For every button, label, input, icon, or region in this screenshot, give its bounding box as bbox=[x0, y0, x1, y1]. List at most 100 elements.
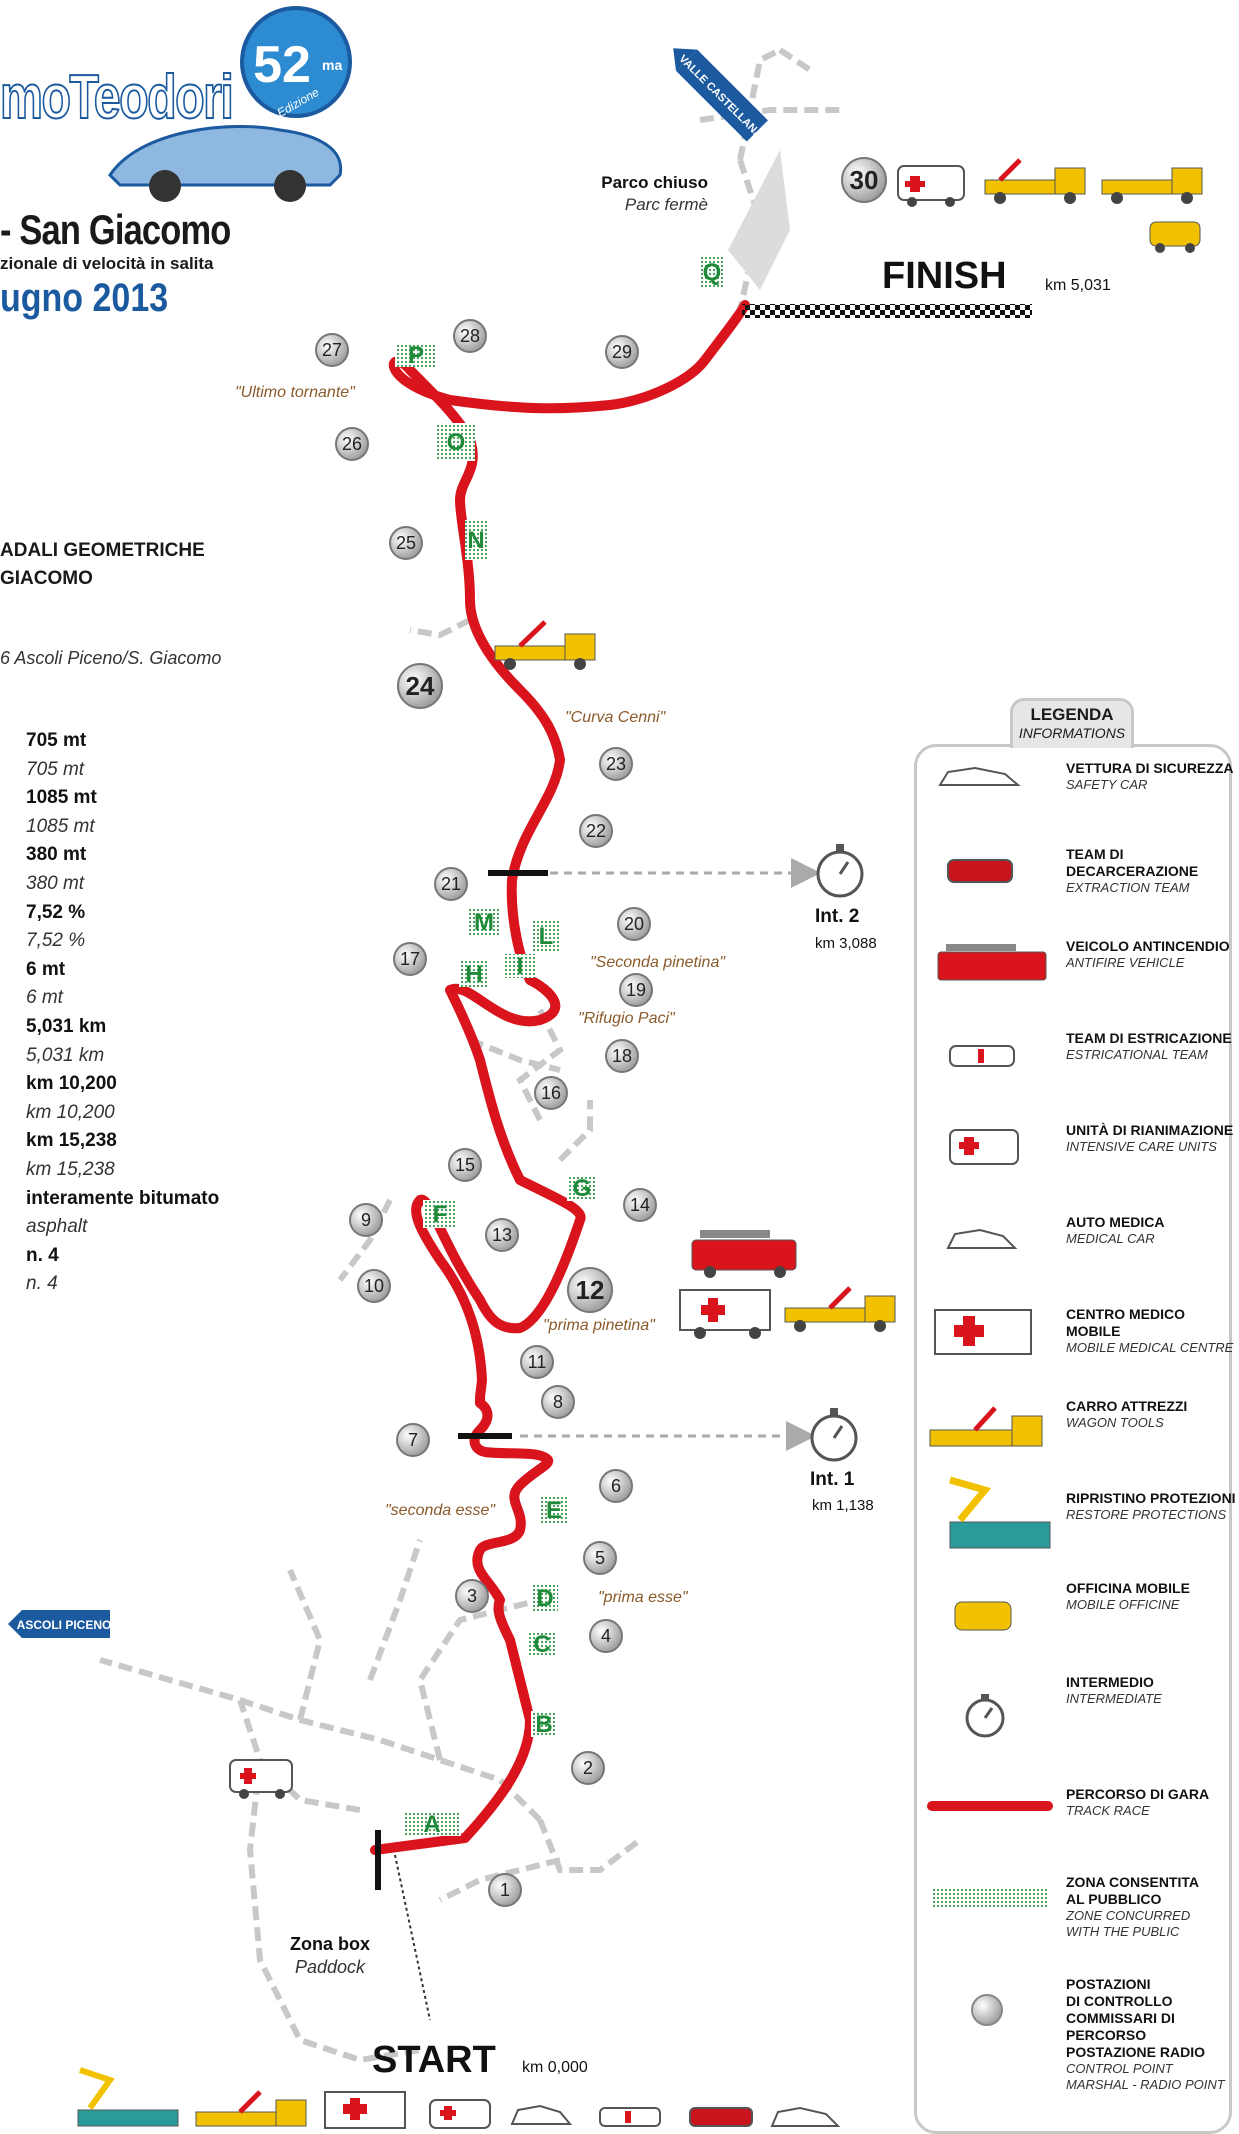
control-post-27: 27 bbox=[315, 333, 349, 367]
svg-text:5: 5 bbox=[595, 1548, 605, 1568]
svg-text:23: 23 bbox=[606, 754, 626, 774]
mobile-medical-centre-icon bbox=[324, 2091, 406, 2129]
svg-text:15: 15 bbox=[455, 1155, 475, 1175]
race-track-route bbox=[370, 300, 750, 1855]
start-label: START bbox=[372, 2039, 496, 2081]
control-post-6: 6 bbox=[599, 1469, 633, 1503]
finish-km: km 5,031 bbox=[1045, 277, 1111, 294]
control-post-21: 21 bbox=[434, 867, 468, 901]
legend-item-translation: INTERMEDIATE bbox=[1066, 1691, 1162, 1706]
legend-item-translation: ANTIFIRE VEHICLE bbox=[1066, 955, 1185, 970]
svg-text:B: B bbox=[535, 1711, 552, 1738]
control-post-11: 11 bbox=[520, 1345, 554, 1379]
public-zone-L: L bbox=[531, 921, 561, 951]
stat-value: n. 4 bbox=[26, 1244, 59, 1266]
race-car-logo-icon bbox=[108, 124, 343, 202]
control-post-18: 18 bbox=[605, 1039, 639, 1073]
stat-value: 380 mt bbox=[26, 844, 87, 866]
event-subtitle: zionale di velocità in salita bbox=[0, 254, 214, 273]
svg-text:7: 7 bbox=[408, 1430, 418, 1450]
excavator-icon bbox=[77, 2067, 179, 2127]
svg-text:19: 19 bbox=[626, 980, 646, 1000]
public-zone-I: I bbox=[505, 953, 535, 980]
legend-title: LEGENDA bbox=[1030, 705, 1114, 724]
control-post-25: 25 bbox=[389, 526, 423, 560]
legend-item-translation: MOBILE OFFICINE bbox=[1066, 1597, 1180, 1612]
stopwatch-icon-int1 bbox=[810, 1408, 858, 1462]
parco-chiuso-area bbox=[728, 150, 790, 290]
event-date: ugno 2013 bbox=[0, 276, 169, 320]
control-post-8: 8 bbox=[541, 1385, 575, 1419]
svg-text:O: O bbox=[447, 429, 466, 456]
legend-tab: LEGENDA INFORMATIONS bbox=[1010, 698, 1134, 748]
legend-item-label: VEICOLO ANTINCENDIO bbox=[1066, 938, 1230, 954]
svg-text:M: M bbox=[474, 909, 494, 936]
legend-item-label: CARRO ATTREZZI bbox=[1066, 1398, 1188, 1414]
legend-item-label: PERCORSO DI GARA bbox=[1066, 1786, 1210, 1802]
badge-number: 52 bbox=[253, 36, 311, 94]
control-post-15: 15 bbox=[448, 1148, 482, 1182]
svg-text:25: 25 bbox=[396, 533, 416, 553]
safety-car-icon bbox=[770, 2106, 841, 2127]
svg-text:27: 27 bbox=[322, 340, 342, 360]
control-post-26: 26 bbox=[335, 427, 369, 461]
legend-item-translation: TRACK RACE bbox=[1066, 1803, 1150, 1818]
control-post-17: 17 bbox=[393, 942, 427, 976]
public-zone-M: M bbox=[469, 907, 499, 937]
svg-text:E: E bbox=[546, 1497, 562, 1524]
edition-badge: 52 ma Edizione bbox=[240, 6, 352, 120]
svg-text:VALLE CASTELLANA: VALLE CASTELLANA bbox=[676, 53, 764, 141]
legend-item-label: CENTRO MEDICO MOBILE bbox=[1066, 1306, 1185, 1339]
legend-item-translation: MOBILE MEDICAL CENTRE bbox=[1066, 1340, 1234, 1355]
public-zone-O: O bbox=[437, 423, 475, 461]
parco-chiuso-sub: Parc fermè bbox=[625, 195, 708, 214]
curve-names: "Ultimo tornante" "Curva Cenni" "Seconda… bbox=[235, 384, 726, 1606]
finish-label: FINISH bbox=[882, 255, 1007, 297]
paddock-label: Zona box bbox=[290, 1934, 370, 1954]
stat-value: interamente bitumato bbox=[26, 1187, 220, 1209]
stat-value: asphalt bbox=[26, 1216, 88, 1238]
int2-label: Int. 2 bbox=[815, 906, 859, 927]
svg-text:22: 22 bbox=[586, 821, 606, 841]
control-post-30: 30 bbox=[841, 157, 887, 203]
public-zone-E: E bbox=[541, 1497, 567, 1524]
curve-cenni: "Curva Cenni" bbox=[565, 709, 667, 726]
stat-value: 1085 mt bbox=[26, 787, 97, 809]
paddock-to-start-arrow bbox=[394, 1854, 431, 2021]
stat-value: km 15,238 bbox=[26, 1159, 115, 1180]
ambulance-icon bbox=[229, 1759, 293, 1799]
info-road: 6 Ascoli Piceno/S. Giacomo bbox=[0, 648, 222, 668]
legend-item-translation: RESTORE PROTECTIONS bbox=[1066, 1507, 1227, 1522]
public-zone-F: F bbox=[423, 1200, 457, 1228]
svg-text:10: 10 bbox=[364, 1276, 384, 1296]
svg-text:18: 18 bbox=[612, 1046, 632, 1066]
control-post-10: 10 bbox=[357, 1269, 391, 1303]
tow-truck-icon bbox=[984, 158, 1086, 204]
event-logo-text: moTeodori bbox=[0, 62, 235, 133]
svg-text:16: 16 bbox=[541, 1083, 561, 1103]
legend-item-label: RIPRISTINO PROTEZIONI bbox=[1066, 1490, 1236, 1506]
svg-text:17: 17 bbox=[400, 949, 420, 969]
control-post-20: 20 bbox=[617, 907, 651, 941]
stat-value: 705 mt bbox=[26, 730, 87, 751]
ascoli-piceno-sign: ASCOLI PICENO bbox=[8, 1610, 111, 1638]
legend-item-label: OFFICINA MOBILE bbox=[1066, 1580, 1190, 1596]
curve-seconda-pinetina: "Seconda pinetina" bbox=[590, 954, 726, 971]
svg-text:F: F bbox=[433, 1201, 448, 1228]
control-post-12: 12 bbox=[567, 1267, 613, 1313]
stat-value: 6 mt bbox=[26, 987, 63, 1009]
ambulance-icon bbox=[897, 165, 965, 207]
public-zone-D: D bbox=[532, 1585, 558, 1612]
legend-item-label: TEAM DI DECARCERAZIONE bbox=[1066, 846, 1199, 879]
paddock-sub: Paddock bbox=[295, 1957, 366, 1977]
svg-text:H: H bbox=[465, 961, 482, 988]
stat-value: 7,52 % bbox=[26, 901, 86, 923]
stat-value: 5,031 km bbox=[26, 1044, 105, 1066]
